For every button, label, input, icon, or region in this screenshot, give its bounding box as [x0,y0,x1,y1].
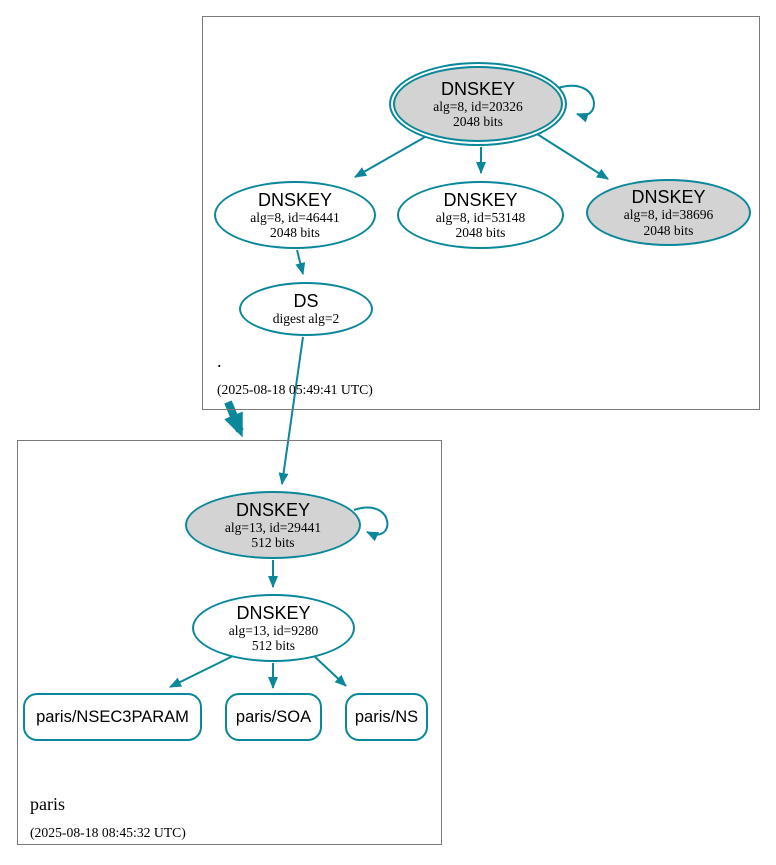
node-root-ksk-inner: DNSKEY alg=8, id=20326 2048 bits [393,66,563,142]
rrset-label: paris/SOA [235,707,312,726]
edge-paris-zsk-to-nsec3param [169,654,236,688]
node-root-ksk[interactable]: DNSKEY alg=8, id=20326 2048 bits [389,62,567,146]
node-title: DNSKEY [443,189,518,210]
node-detail: alg=13, id=9280 [228,622,319,638]
node-title: DS [293,291,319,312]
node-rrset-nsec3param[interactable]: paris/NSEC3PARAM [23,693,202,741]
node-title: DNSKEY [236,602,311,623]
rrset-label: paris/NS [354,707,419,726]
zone-timestamp-paris: (2025-08-18 08:45:32 UTC) [30,825,186,840]
zone-box-root [202,16,760,410]
node-detail: alg=8, id=46441 [250,209,340,225]
node-detail: 512 bits [251,638,296,653]
node-detail: 2048 bits [453,114,503,129]
node-detail: digest alg=2 [272,311,340,327]
node-root-key-53148[interactable]: DNSKEY alg=8, id=53148 2048 bits [397,181,564,249]
node-title: DNSKEY [235,499,311,520]
node-paris-zsk[interactable]: DNSKEY alg=13, id=9280 512 bits [192,594,355,662]
zone-box-paris [17,440,442,845]
node-detail: 512 bits [251,535,295,550]
node-detail: alg=13, id=29441 [224,519,322,535]
edge-key46441-to-ds [295,249,306,275]
edge-paris-ksk-selfloop [353,506,389,542]
node-root-key-38696[interactable]: DNSKEY alg=8, id=38696 2048 bits [586,179,751,246]
node-detail: alg=8, id=53148 [435,209,526,225]
node-detail: alg=8, id=38696 [623,207,714,222]
node-title: DNSKEY [257,189,333,210]
zone-timestamp-root: (2025-08-18 05:49:41 UTC) [217,382,373,397]
zone-label-paris: paris [30,794,65,814]
node-detail: 2048 bits [270,225,320,240]
zone-label-root: . [217,351,222,371]
node-title: DNSKEY [440,78,516,99]
edge-delegation-root-to-paris [224,400,244,438]
node-rrset-soa[interactable]: paris/SOA [225,693,322,741]
edge-root-ksk-selfloop [557,84,595,123]
edge-paris-zsk-to-ns [313,655,347,687]
edge-ds-to-paris-ksk [278,336,304,485]
node-rrset-ns[interactable]: paris/NS [345,693,428,741]
rrset-label: paris/NSEC3PARAM [36,707,189,726]
node-root-key-46441[interactable]: DNSKEY alg=8, id=46441 2048 bits [214,181,376,249]
edge-root-ksk-to-key38696 [536,133,609,180]
node-detail: 2048 bits [643,222,694,238]
node-detail: alg=8, id=20326 [433,98,523,114]
node-detail: 2048 bits [455,225,506,240]
node-paris-ksk[interactable]: DNSKEY alg=13, id=29441 512 bits [185,491,361,559]
node-title: DNSKEY [631,187,706,207]
edge-root-ksk-to-key46441 [354,136,426,178]
node-root-ds[interactable]: DS digest alg=2 [239,282,373,336]
